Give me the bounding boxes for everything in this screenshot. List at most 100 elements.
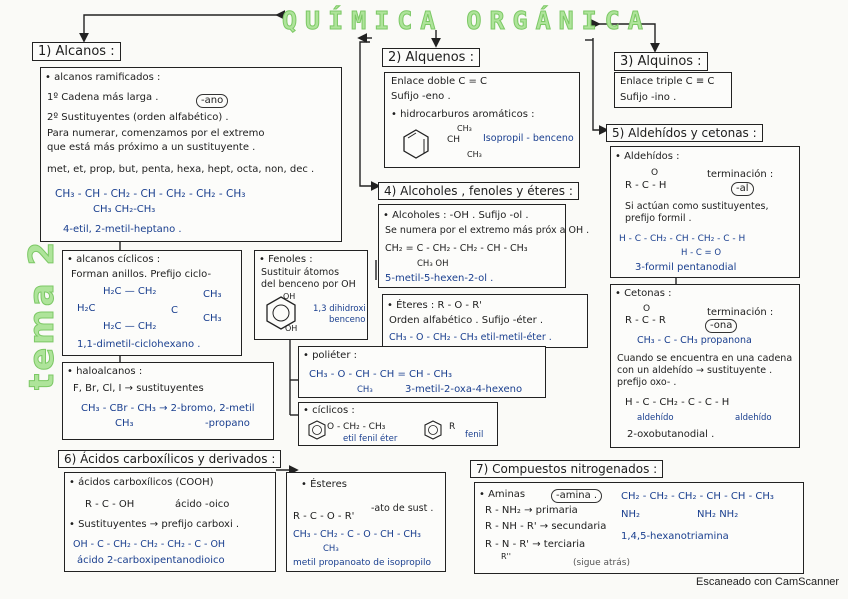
nitro-terciaria: R - N - R' → terciaria bbox=[485, 539, 585, 551]
alcoholes-box: • Alcoholes : -OH . Sufijo -ol . Se nume… bbox=[378, 204, 566, 288]
alquinos-box: Enlace triple C ≡ C Sufijo -ino . bbox=[614, 72, 732, 108]
polieter-title: • poliéter : bbox=[303, 350, 357, 362]
alcanos-formula-branch: CH₃ CH₂-CH₃ bbox=[93, 204, 155, 216]
fenoles-name-2: benceno bbox=[329, 314, 366, 326]
benzene-ring-icon bbox=[307, 419, 327, 441]
alcanos-box: • alcanos ramificados : 1º Cadena más la… bbox=[40, 67, 342, 242]
aldehidos-termination: terminación : bbox=[707, 169, 773, 181]
alcanos-header: 1) Alcanos : bbox=[32, 42, 121, 61]
footer-watermark: Escaneado con CamScanner bbox=[696, 576, 839, 588]
alcanos-rule-1: 1º Cadena más larga . bbox=[47, 92, 158, 104]
haloalcanos-formula: CH₃ - CBr - CH₃ → 2-bromo, 2-metil bbox=[81, 403, 255, 415]
alcanos-ciclicos-text: Forman anillos. Prefijo ciclo- bbox=[71, 269, 211, 281]
alcoholes-name: 5-metil-5-hexen-2-ol . bbox=[385, 273, 493, 285]
polieter-name: 3-metil-2-oxa-4-hexeno bbox=[405, 384, 522, 396]
cetonas-termination: terminación : bbox=[707, 307, 773, 319]
alcanos-rule-2: 2º Sustituyentes (orden alfabético) . bbox=[47, 112, 229, 124]
cetonas-label-2: aldehído bbox=[735, 412, 772, 424]
alcanos-suffix: -ano bbox=[196, 94, 228, 108]
aldehidos-name: 3-formil pentanodial bbox=[635, 262, 736, 274]
nitro-suffix: -amina . bbox=[551, 489, 602, 503]
eteres-text-1: • Éteres : R - O - R' bbox=[387, 300, 482, 312]
nitro-box: • Aminas -amina . R - NH₂ → primaria R -… bbox=[474, 482, 804, 574]
alcanos-formula: CH₃ - CH - CH₂ - CH - CH₂ - CH₂ - CH₃ bbox=[55, 188, 245, 200]
alcoholes-header: 4) Alcoholes , fenoles y éteres : bbox=[378, 182, 579, 200]
alcoholes-text-2: Se numera por el extremo más próx a OH . bbox=[385, 225, 589, 237]
esteres-formula: R - C - O - R' bbox=[293, 511, 354, 523]
cetonas-example: CH₃ - C - CH₃ propanona bbox=[637, 335, 752, 347]
esteres-title: • Ésteres bbox=[301, 479, 347, 491]
ciclo-row-1: H₂C — CH₂ bbox=[103, 286, 156, 298]
haloalcanos-text: F, Br, Cl, I → sustituyentes bbox=[73, 383, 204, 395]
fenoles-oh-2: OH bbox=[285, 323, 297, 335]
alquenos-box: Enlace doble C = C Sufijo -eno . • hidro… bbox=[384, 72, 580, 168]
cetonas-text-3: prefijo oxo- . bbox=[617, 377, 676, 389]
fenoles-text-1: Sustituir átomos bbox=[261, 267, 339, 279]
alcanos-formula-name: 4-etil, 2-metil-heptano . bbox=[63, 224, 182, 236]
aldehidos-header: 5) Aldehídos y cetonas : bbox=[606, 124, 763, 142]
nitro-aminas: • Aminas bbox=[479, 489, 525, 501]
acidos-suffix: ácido -oico bbox=[175, 499, 229, 511]
haloalcanos-box: • haloalcanos : F, Br, Cl, I → sustituye… bbox=[62, 362, 274, 440]
cetonas-suffix: -ona bbox=[705, 319, 737, 333]
alcanos-rule-4: que está más próximo a un sustituyente . bbox=[47, 142, 255, 154]
aldehidos-example: H - C - CH₂ - CH - CH₂ - C - H bbox=[619, 233, 745, 245]
ciclicos-r: R bbox=[449, 421, 455, 433]
fenoles-title: • Fenoles : bbox=[259, 254, 313, 266]
benzene-ring-icon bbox=[423, 419, 443, 441]
alcoholes-formula: CH₂ = C - CH₂ - CH₂ - CH - CH₃ bbox=[385, 243, 528, 255]
alcanos-ciclicos-title: • alcanos cíclicos : bbox=[67, 254, 160, 266]
acidos-header: 6) Ácidos carboxílicos y derivados : bbox=[58, 450, 281, 468]
alquenos-text-2: Sufijo -eno . bbox=[391, 91, 451, 103]
cetonas-text-1: Cuando se encuentra en una cadena bbox=[617, 353, 792, 365]
ciclo-row-3: H₂C — CH₂ bbox=[103, 321, 156, 333]
alquenos-f-2: CH bbox=[447, 134, 460, 146]
aldehidos-formula: R - C - H bbox=[625, 180, 666, 192]
ciclicos-formula: O - CH₂ - CH₃ bbox=[327, 421, 385, 433]
ciclo-row-2b: C bbox=[171, 305, 178, 317]
esteres-name: metil propanoato de isopropilo bbox=[293, 557, 431, 569]
nitro-primaria: R - NH₂ → primaria bbox=[485, 505, 578, 517]
polieter-branch: CH₃ bbox=[357, 384, 373, 396]
nitro-nh2-1: NH₂ bbox=[621, 509, 640, 521]
ciclo-methyl-2: CH₃ bbox=[203, 313, 222, 325]
fenoles-oh-1: OH bbox=[283, 291, 295, 303]
ciclo-name: 1,1-dimetil-ciclohexano . bbox=[77, 339, 200, 351]
eteres-text-2: Orden alfabético . Sufijo -éter . bbox=[389, 315, 543, 327]
cetonas-name: 2-oxobutanodial . bbox=[627, 429, 714, 441]
esteres-branch: CH₃ bbox=[323, 543, 339, 555]
acidos-title: • ácidos carboxílicos (COOH) bbox=[69, 477, 214, 489]
aldehidos-suffix: -al bbox=[731, 182, 754, 196]
acidos-formula: R - C - OH bbox=[85, 499, 134, 511]
alcoholes-text-1: • Alcoholes : -OH . Sufijo -ol . bbox=[383, 210, 529, 222]
nitro-r2: R'' bbox=[501, 551, 511, 563]
alquinos-text-2: Sufijo -ino . bbox=[620, 92, 676, 104]
page-title: QUÍMICA ORGÁNICA bbox=[282, 6, 651, 35]
haloalcanos-title: • haloalcanos : bbox=[67, 366, 142, 378]
side-label: tema 2 bbox=[22, 239, 62, 390]
alcanos-rule-3: Para numerar, comenzamos por el extremo bbox=[47, 128, 264, 140]
acidos-name: ácido 2-carboxipentanodioico bbox=[77, 555, 225, 567]
cetonas-example-2: H - C - CH₂ - C - C - H bbox=[625, 397, 729, 409]
esteres-suffix: -ato de sust . bbox=[371, 503, 433, 515]
alquenos-aromatic: • hidrocarburos aromáticos : bbox=[391, 109, 534, 121]
alquenos-f-3: CH₃ bbox=[467, 149, 482, 161]
ciclicos-name: etil fenil éter bbox=[343, 433, 397, 445]
eteres-formula: CH₃ - O - CH₂ - CH₃ etil-metil-éter . bbox=[389, 332, 552, 344]
esteres-example: CH₃ - CH₂ - C - O - CH - CH₃ bbox=[293, 529, 421, 541]
aldehidos-title: • Aldehídos : bbox=[615, 151, 680, 163]
fenoles-text-2: del benceno por OH bbox=[261, 279, 356, 291]
aldehidos-formyl: H - C = O bbox=[681, 247, 721, 259]
alquenos-header: 2) Alquenos : bbox=[382, 48, 480, 67]
alcoholes-branch: CH₃ OH bbox=[417, 258, 449, 270]
haloalcanos-name-end: -propano bbox=[205, 418, 250, 430]
esteres-box: • Ésteres R - C - O - R' -ato de sust . … bbox=[286, 472, 446, 572]
alcanos-prefixes: met, et, prop, but, penta, hexa, hept, o… bbox=[47, 164, 314, 176]
cetonas-formula: R - C - R bbox=[625, 315, 666, 327]
alquinos-text-1: Enlace triple C ≡ C bbox=[620, 76, 714, 88]
aldehidos-box: • Aldehídos : O R - C - H terminación : … bbox=[610, 146, 800, 278]
alcanos-ciclicos-box: • alcanos cíclicos : Forman anillos. Pre… bbox=[62, 250, 242, 356]
nitro-header: 7) Compuestos nitrogenados : bbox=[470, 460, 663, 478]
aldehidos-o: O bbox=[651, 167, 658, 179]
polieter-box: • poliéter : CH₃ - O - CH - CH = CH - CH… bbox=[298, 346, 546, 398]
